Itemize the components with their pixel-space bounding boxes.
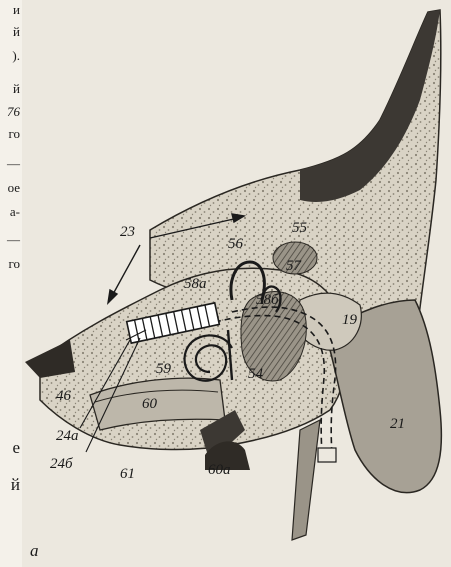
label-59: 59 [156, 361, 172, 377]
label-54: 54 [248, 366, 264, 382]
label-21: 21 [390, 416, 405, 432]
label-58a: 58а [184, 276, 207, 292]
label-24a: 24а [56, 428, 79, 444]
label-19: 19 [342, 312, 358, 328]
label-24b: 24б [50, 456, 73, 472]
label-55: 55 [292, 220, 308, 236]
label-57: 57 [286, 258, 303, 274]
canal-end-marker [318, 448, 336, 462]
label-23: 23 [120, 224, 135, 240]
label-46: 46 [56, 388, 72, 404]
panel-letter: а [30, 541, 39, 560]
label-56: 56 [228, 236, 244, 252]
label-61: 61 [120, 466, 135, 482]
label-58b: 58б [256, 292, 279, 308]
label-60: 60 [142, 396, 158, 412]
label-60a: 60а [208, 462, 231, 478]
